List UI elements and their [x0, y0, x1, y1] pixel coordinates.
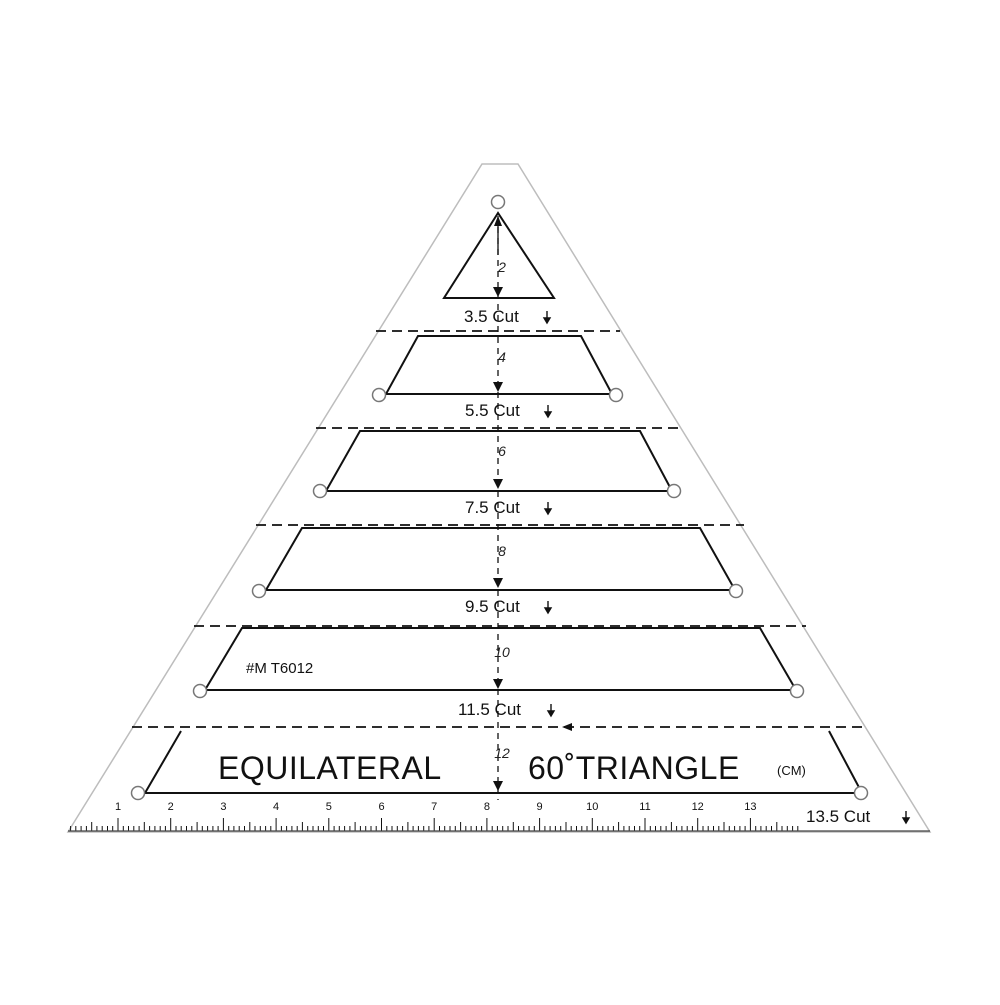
- title-left: EQUILATERAL: [218, 750, 442, 786]
- hole: [251, 583, 267, 599]
- hole: [130, 785, 146, 801]
- scale-number: 11: [639, 801, 650, 813]
- scale-number: 13: [744, 801, 756, 813]
- cut-label: 9.5 Cut: [465, 597, 520, 616]
- unit-label: (CM): [777, 763, 806, 778]
- trapezoid-template: [143, 730, 864, 794]
- down-arrow-icon: [542, 311, 552, 325]
- cut-label: 3.5 Cut: [464, 307, 519, 326]
- hole: [789, 683, 805, 699]
- down-arrow-icon: [493, 479, 503, 489]
- scale-number: 6: [378, 801, 384, 813]
- hole: [371, 387, 387, 403]
- cm-scale: [68, 818, 930, 832]
- acrylic-outline: [66, 163, 932, 833]
- scale-number: 10: [586, 801, 598, 813]
- model-number: #M T6012: [246, 660, 313, 677]
- cut-label: 13.5 Cut: [806, 807, 871, 826]
- hole: [608, 387, 624, 403]
- hole: [666, 483, 682, 499]
- scale-number: 8: [484, 801, 490, 813]
- size-label: 12: [494, 745, 510, 761]
- hole: [728, 583, 744, 599]
- down-arrow-icon: [546, 704, 556, 718]
- small-triangle-template: [442, 211, 556, 299]
- down-arrow-icon: [543, 502, 553, 516]
- scale-number: 2: [168, 801, 174, 813]
- scale-number: 12: [692, 801, 704, 813]
- cut-label: 11.5 Cut: [458, 700, 521, 719]
- scale-number: 7: [431, 801, 437, 813]
- size-label: 2: [497, 259, 506, 275]
- down-arrow-icon: [901, 811, 911, 825]
- size-label: 4: [498, 349, 506, 365]
- down-arrow-icon: [493, 578, 503, 588]
- left-arrow-icon: [562, 723, 572, 731]
- cut-label: 5.5 Cut: [465, 401, 520, 420]
- up-arrow-icon: [494, 216, 502, 226]
- scale-number: 4: [273, 801, 279, 813]
- scale-number: 1: [115, 801, 121, 813]
- cut-label: 7.5 Cut: [465, 498, 520, 517]
- size-label: 8: [498, 543, 506, 559]
- down-arrow-icon: [493, 287, 503, 297]
- scale-number: 3: [220, 801, 226, 813]
- hole: [853, 785, 869, 801]
- hole: [312, 483, 328, 499]
- size-label: 6: [498, 443, 506, 459]
- down-arrow-icon: [493, 781, 503, 791]
- cut-arrows: [542, 311, 911, 825]
- down-arrow-icon: [543, 601, 553, 615]
- size-label: 10: [494, 644, 510, 660]
- hole: [490, 194, 506, 210]
- scale-number: 9: [537, 801, 543, 813]
- hole: [192, 683, 208, 699]
- title-right: 60˚TRIANGLE: [528, 750, 740, 786]
- down-arrow-icon: [493, 679, 503, 689]
- down-arrow-icon: [543, 405, 553, 419]
- down-arrow-icon: [493, 382, 503, 392]
- holes: [130, 194, 869, 801]
- scale-number: 5: [326, 801, 332, 813]
